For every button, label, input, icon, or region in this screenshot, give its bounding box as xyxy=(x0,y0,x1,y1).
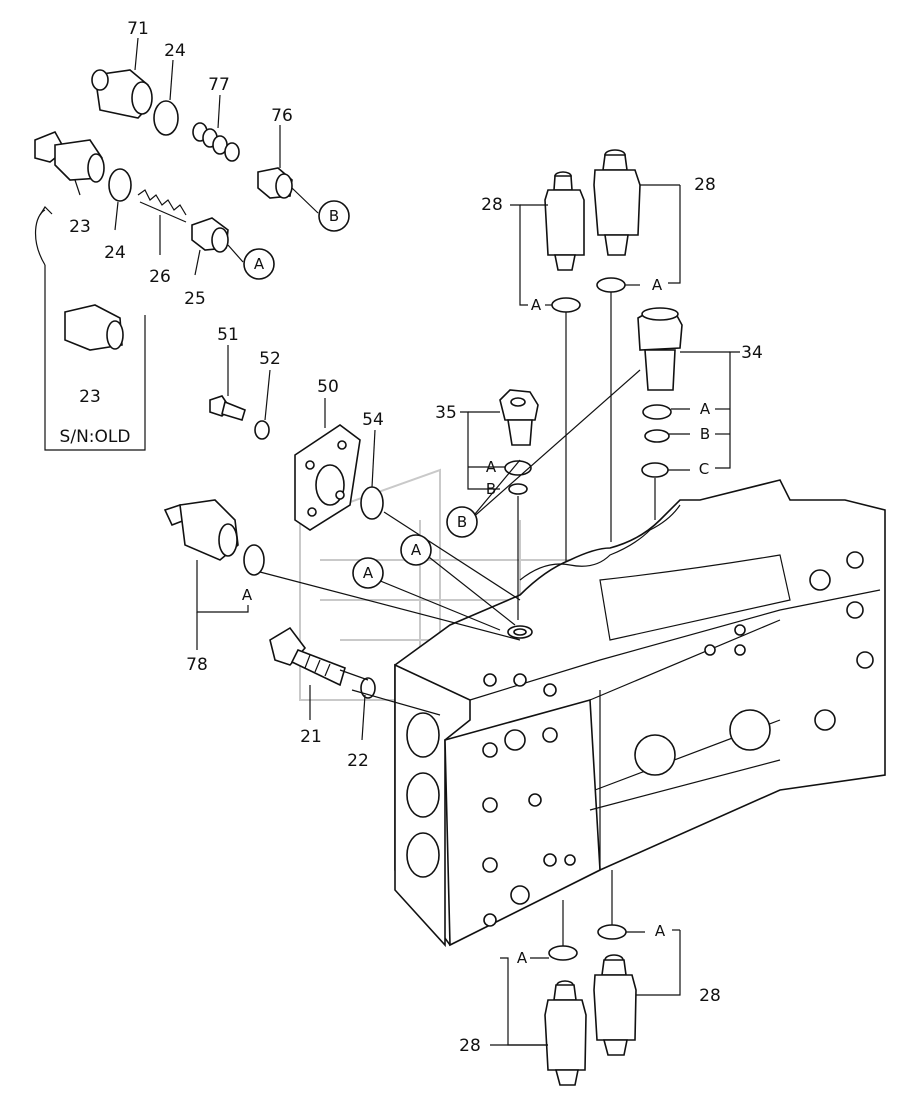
part-52-washer xyxy=(254,420,270,440)
letter-a-28-upper-left: A xyxy=(531,296,542,314)
part-76-poppet xyxy=(257,167,293,199)
label-51: 51 xyxy=(217,325,239,345)
label-76: 76 xyxy=(271,106,293,126)
letter-a-78: A xyxy=(242,586,253,604)
label-52: 52 xyxy=(259,349,281,369)
part-54-oring xyxy=(360,486,384,520)
valve-block xyxy=(394,479,886,948)
letter-c-34: C xyxy=(699,460,709,478)
label-54: 54 xyxy=(362,410,384,430)
leader-lines xyxy=(74,37,740,1046)
part-25-poppet xyxy=(191,217,229,253)
label-28-upper-left: 28 xyxy=(481,195,503,215)
label-71: 71 xyxy=(127,19,149,39)
part-28-oring-lower-left xyxy=(548,945,578,961)
letter-b-35: B xyxy=(486,480,496,498)
label-24-upper: 24 xyxy=(164,41,186,61)
label-77: 77 xyxy=(208,75,230,95)
label-sn-old: S/N:OLD xyxy=(60,427,131,447)
circle-b-mid: B xyxy=(457,513,467,531)
label-22: 22 xyxy=(347,751,369,771)
label-24-lower: 24 xyxy=(104,243,126,263)
part-34-oring-c xyxy=(641,462,669,478)
part-24-oring-lower xyxy=(108,168,132,202)
part-28-valve-upper-right xyxy=(593,149,641,256)
letter-labels: A A A B A B C A A A xyxy=(242,276,711,967)
part-26-spring xyxy=(137,189,187,223)
part-50-flange xyxy=(294,424,361,531)
part-51-bolt xyxy=(209,395,246,421)
label-34: 34 xyxy=(741,343,763,363)
part-35-fitting xyxy=(499,389,539,446)
letter-a-35: A xyxy=(486,458,497,476)
label-28-lower-right: 28 xyxy=(699,986,721,1006)
part-78-oring xyxy=(243,544,265,576)
letter-b-34: B xyxy=(700,425,710,443)
part-28-valve-lower-left xyxy=(544,980,587,1086)
circle-a-upper: A xyxy=(254,255,265,273)
part-23-fitting xyxy=(34,130,105,183)
label-28-upper-right: 28 xyxy=(694,175,716,195)
part-21-bolt xyxy=(269,626,346,687)
letter-a-28-upper-right: A xyxy=(652,276,663,294)
label-78: 78 xyxy=(186,655,208,675)
circle-a-mid-left: A xyxy=(363,564,374,582)
letter-a-34: A xyxy=(700,400,711,418)
letter-a-28-lower-left: A xyxy=(517,949,528,967)
part-78-plug xyxy=(163,499,239,561)
part-34-oring-a xyxy=(642,404,672,420)
sn-old-box xyxy=(34,206,146,451)
label-28-lower-left: 28 xyxy=(459,1036,481,1056)
part-28-valve-upper-left xyxy=(544,171,585,271)
part-labels: 71 24 77 76 23 24 26 25 23 S/N:OLD 51 52… xyxy=(60,19,763,1056)
callout-circles: B A A A B xyxy=(243,200,478,589)
part-28-oring-upper-left xyxy=(551,297,581,313)
letter-a-28-lower-right: A xyxy=(655,922,666,940)
part-24-oring-upper xyxy=(153,100,179,136)
label-50: 50 xyxy=(317,377,339,397)
part-34-oring-b xyxy=(644,429,670,443)
part-34-plug xyxy=(637,307,683,391)
label-26: 26 xyxy=(149,267,171,287)
label-21: 21 xyxy=(300,727,322,747)
label-35: 35 xyxy=(435,403,457,423)
circle-a-mid-right: A xyxy=(411,541,422,559)
circle-b-upper: B xyxy=(329,207,339,225)
label-23-old: 23 xyxy=(79,387,101,407)
part-28-valve-lower-right xyxy=(593,954,637,1056)
part-35-oring-b xyxy=(508,483,528,495)
label-25: 25 xyxy=(184,289,206,309)
part-77-spring xyxy=(192,122,240,162)
part-28-oring-upper-right xyxy=(596,277,626,293)
part-71-plug xyxy=(91,69,153,119)
part-28-oring-lower-right xyxy=(597,924,627,940)
label-23: 23 xyxy=(69,217,91,237)
